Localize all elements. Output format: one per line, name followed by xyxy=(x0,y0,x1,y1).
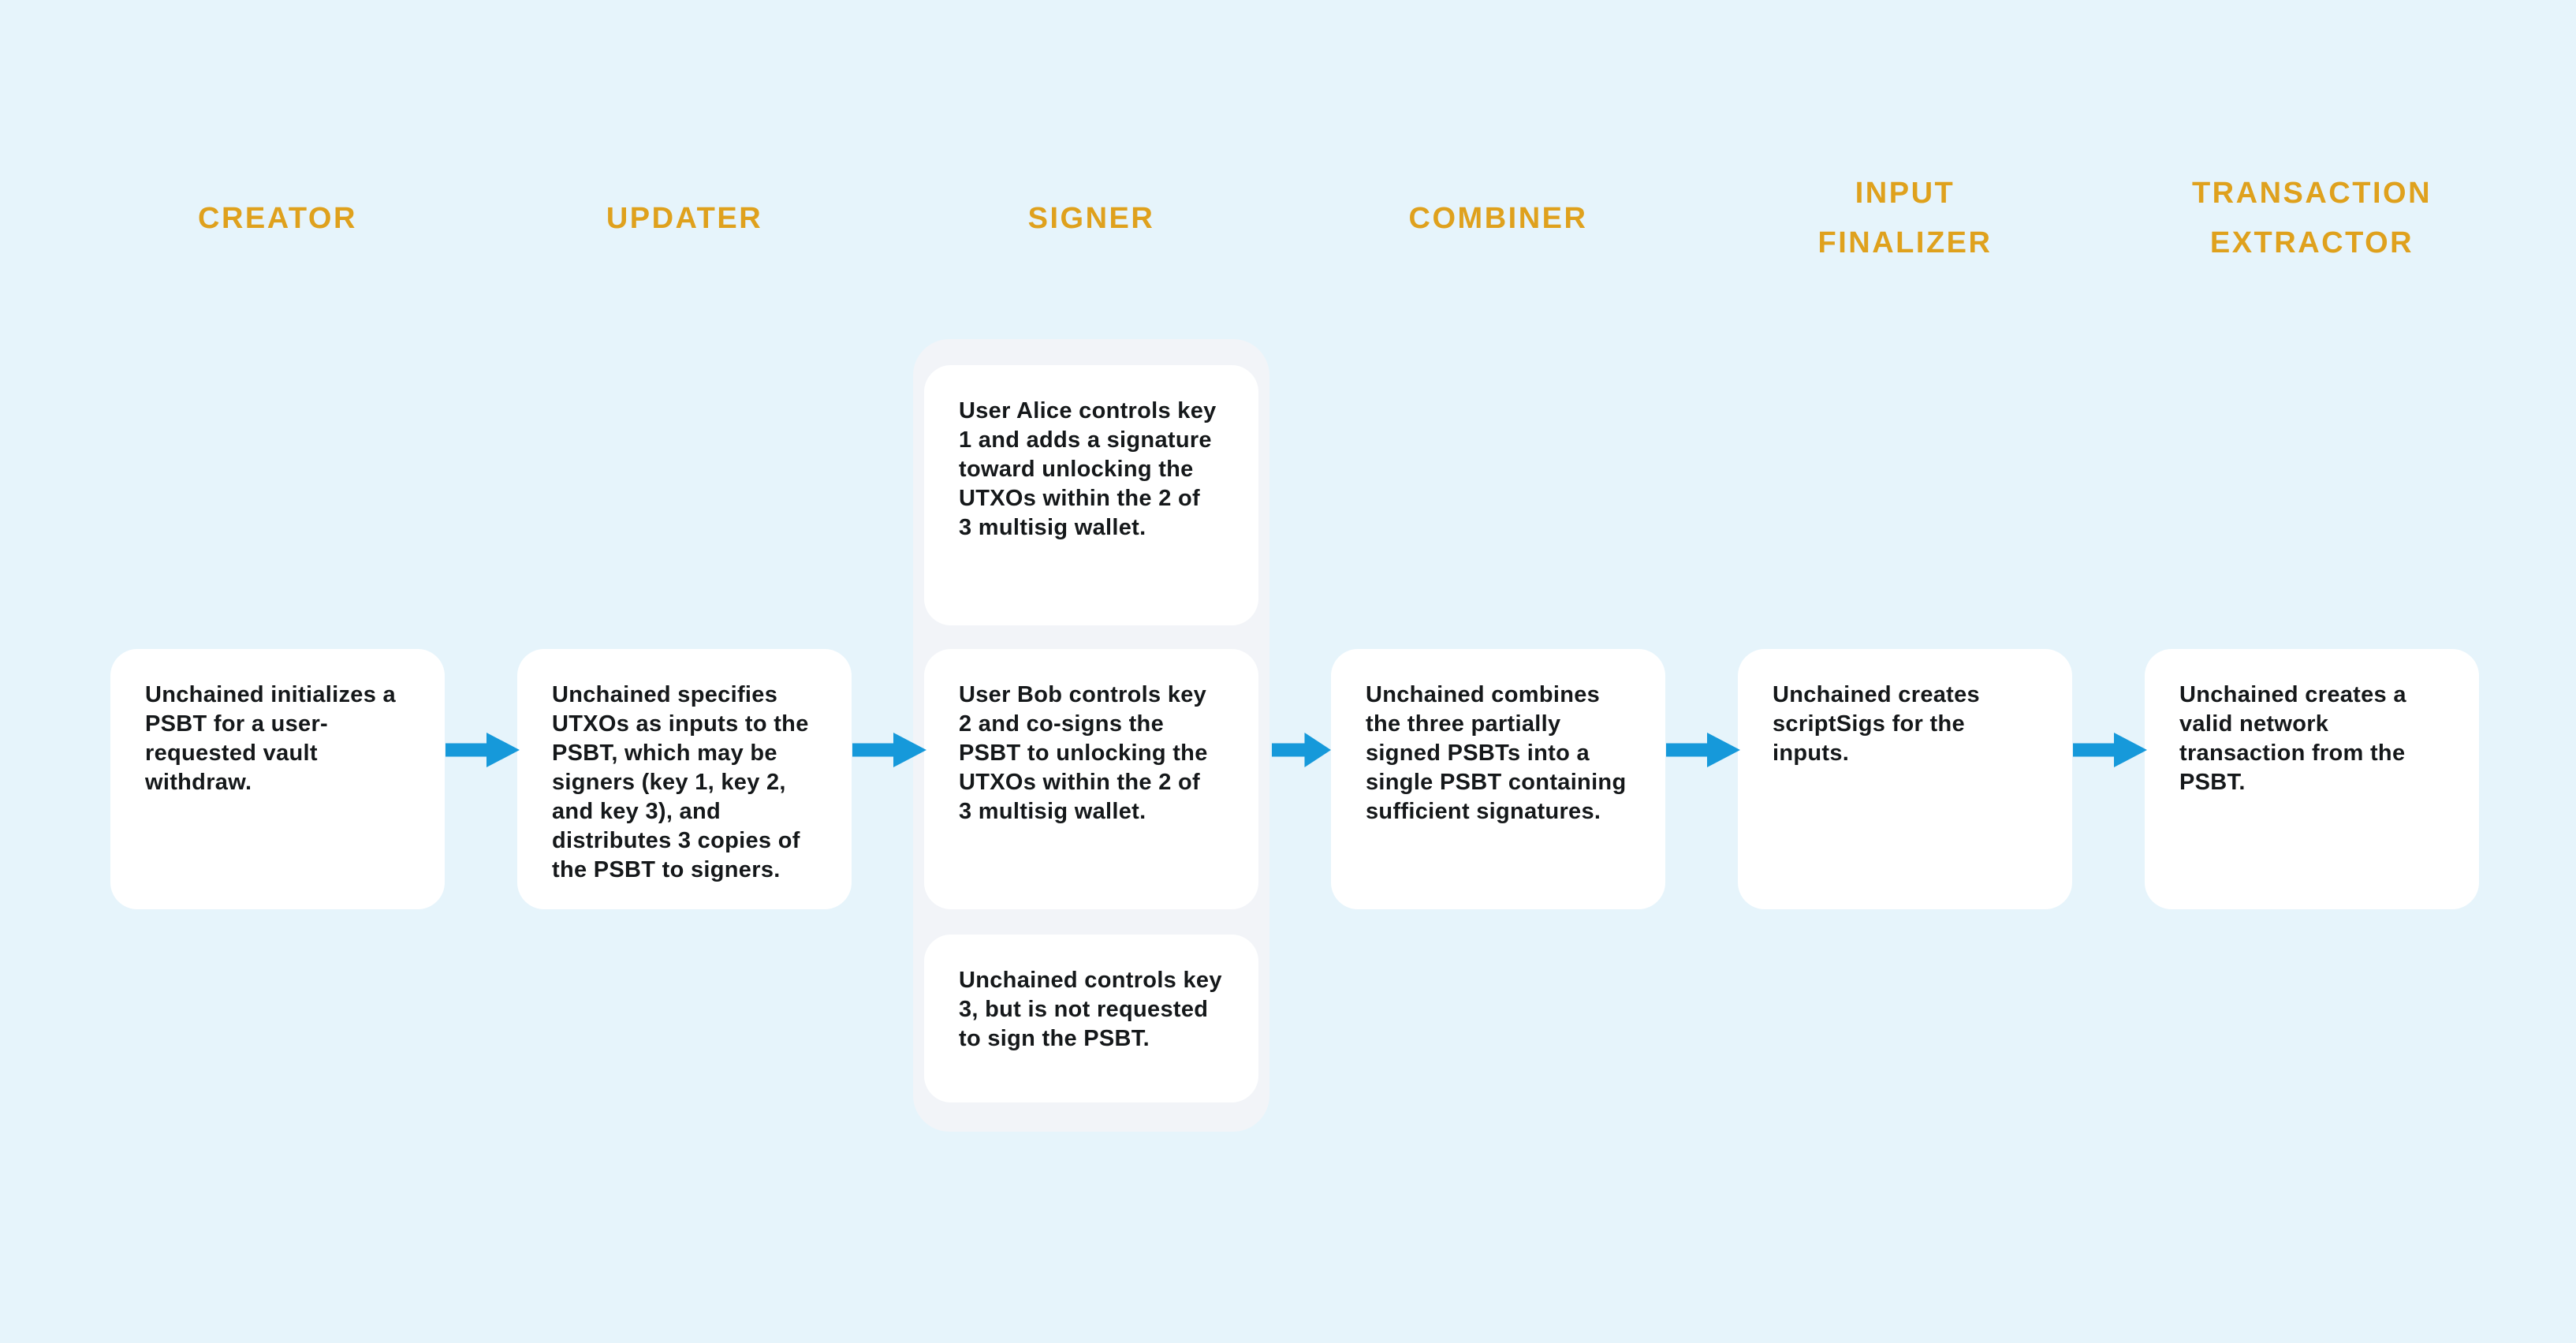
flow-arrow-icon xyxy=(1666,733,1740,767)
transaction-extractor-card: Unchained creates a valid network transa… xyxy=(2145,649,2479,909)
combiner-card: Unchained combines the three partially s… xyxy=(1331,649,1665,909)
input-finalizer-card: Unchained creates scriptSigs for the inp… xyxy=(1738,649,2072,909)
signer-card-alice: User Alice controls key 1 and adds a sig… xyxy=(924,365,1258,625)
column-header-creator: CREATOR xyxy=(198,201,357,235)
flow-arrow-icon xyxy=(2073,733,2147,767)
creator-card: Unchained initializes a PSBT for a user-… xyxy=(110,649,445,909)
flow-arrow-icon xyxy=(1272,733,1331,767)
signer-card-unchained: Unchained controls key 3, but is not req… xyxy=(924,935,1258,1102)
column-header-updater: UPDATER xyxy=(606,201,763,235)
updater-card: Unchained specifies UTXOs as inputs to t… xyxy=(517,649,852,909)
column-header-combiner: COMBINER xyxy=(1408,201,1588,235)
column-header-signer: SIGNER xyxy=(1027,201,1155,235)
column-header-input-finalizer: INPUT FINALIZER xyxy=(1817,177,1993,259)
signer-card-bob: User Bob controls key 2 and co-signs the… xyxy=(924,649,1258,909)
column-header-transaction-extractor: TRANSACTION EXTRACTOR xyxy=(2191,177,2432,259)
flow-arrow-icon xyxy=(445,733,520,767)
flow-arrow-icon xyxy=(852,733,926,767)
